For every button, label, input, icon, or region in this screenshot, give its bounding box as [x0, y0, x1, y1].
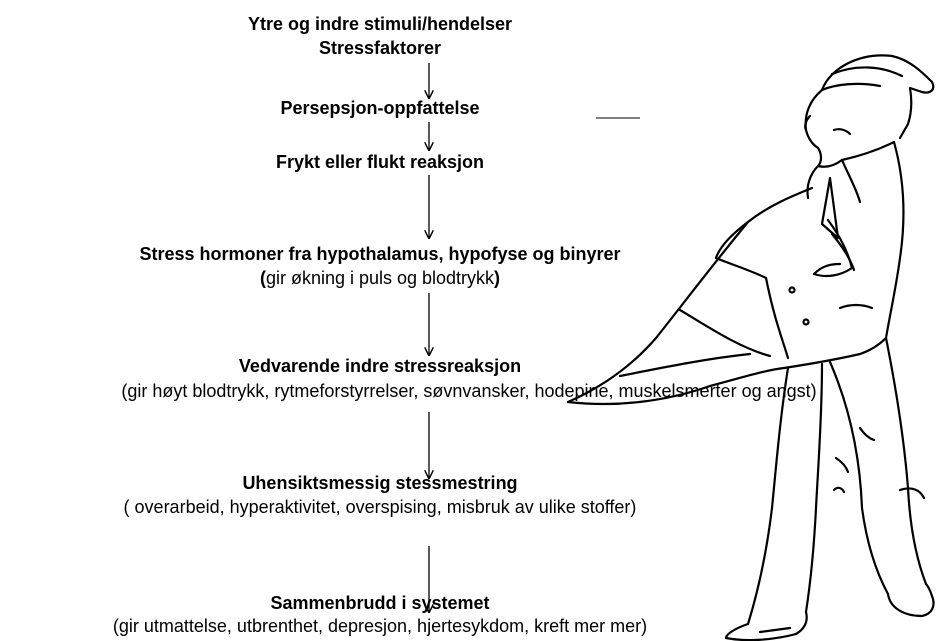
step-title-stimuli: Ytre og indre stimuli/hendelser: [0, 14, 760, 35]
step-title-perception: Persepsjon-oppfattelse: [0, 98, 760, 119]
step-note-persistent-reaction: (gir høyt blodtrykk, rytmeforstyrrelser,…: [0, 381, 938, 402]
step-title-breakdown: Sammenbrudd i systemet: [0, 593, 760, 614]
step-title-stressors: Stressfaktorer: [0, 38, 760, 59]
step-title-fight-or-flight: Frykt eller flukt reaksjon: [0, 152, 760, 173]
step-note-breakdown: (gir utmattelse, utbrenthet, depresjon, …: [0, 616, 760, 637]
step-note-coping: ( overarbeid, hyperaktivitet, overspisin…: [0, 497, 760, 518]
step-title-persistent-reaction: Vedvarende indre stressreaksjon: [0, 356, 760, 377]
step-note-stress-hormones: (gir økning i puls og blodtrykk): [0, 268, 760, 289]
step-title-coping: Uhensiktsmessig stessmestring: [0, 473, 760, 494]
step-title-stress-hormones: Stress hormoner fra hypothalamus, hypofy…: [0, 244, 760, 265]
